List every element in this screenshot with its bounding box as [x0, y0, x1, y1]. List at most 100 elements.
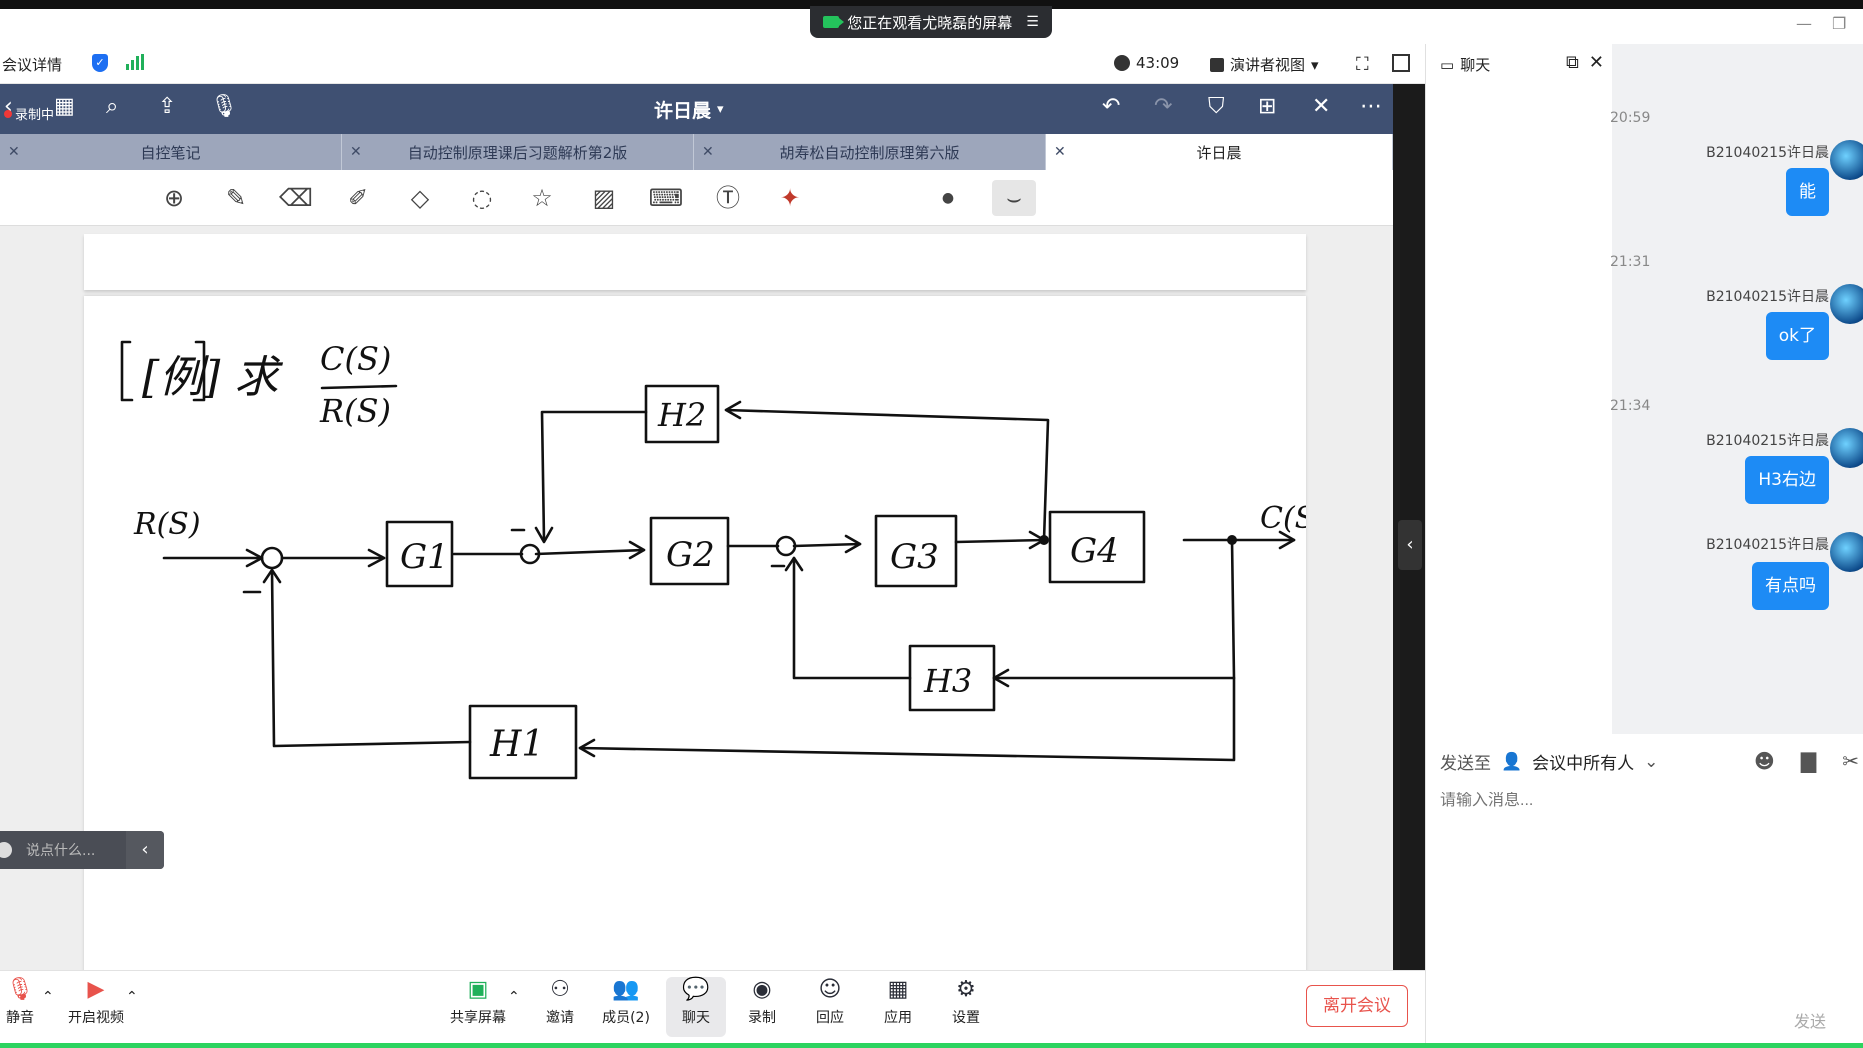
share-icon[interactable]: ⇪	[158, 94, 177, 119]
close-tab-icon[interactable]: ✕	[350, 144, 362, 160]
message-bubble: H3右边	[1745, 456, 1829, 504]
restore-icon[interactable]: ❐	[1832, 14, 1847, 33]
document-title[interactable]: 许日晨 ▾	[654, 96, 724, 123]
redo-icon[interactable]: ↷	[1154, 94, 1173, 119]
shapes-tool-icon[interactable]: ◇	[410, 184, 430, 212]
close-tab-icon[interactable]: ✕	[1054, 144, 1066, 160]
mute-button[interactable]: 🎙 静音	[0, 977, 50, 1027]
emoji-icon[interactable]	[0, 842, 12, 858]
members-button[interactable]: 👥 成员(2)	[596, 977, 656, 1027]
speak-bar[interactable]: 说点什么... ‹	[0, 831, 164, 869]
document-title-text: 许日晨	[654, 100, 712, 122]
layout-icon[interactable]	[1392, 54, 1410, 72]
screenshot-icon[interactable]: ✂	[1842, 749, 1860, 773]
screen-share-banner[interactable]: 您正在观看尤晓磊的屏幕 ☰	[810, 6, 1052, 38]
apps-label: 应用	[884, 1010, 912, 1026]
microphone-icon[interactable]: 🎙	[210, 94, 238, 119]
react-button[interactable]: ☺ 回应	[800, 977, 860, 1027]
chevron-up-icon[interactable]: ⌃	[508, 989, 520, 1005]
more-icon[interactable]: ⋯	[1360, 94, 1382, 119]
emoji-icon[interactable]: ☻	[1754, 749, 1775, 773]
reaction-icon: ☺	[818, 977, 842, 1002]
invite-button[interactable]: ⚇ 邀请	[530, 977, 590, 1027]
undo-icon[interactable]: ↶	[1102, 94, 1121, 119]
record-button[interactable]: ◉ 录制	[732, 977, 792, 1027]
text-tool-icon[interactable]: Ⓣ	[716, 184, 740, 212]
record-icon: ◉	[752, 977, 772, 1002]
network-signal-icon[interactable]	[126, 54, 144, 70]
chevron-down-icon: ▾	[1311, 55, 1319, 74]
share-screen-button[interactable]: ▣ 共享屏幕	[448, 977, 508, 1027]
avatar[interactable]	[1830, 532, 1863, 572]
send-button[interactable]: 发送	[1794, 1012, 1827, 1031]
laser-pointer-icon[interactable]: ✦	[779, 184, 801, 212]
close-tab-icon[interactable]: ✕	[8, 144, 20, 160]
add-page-icon[interactable]: ⊞	[1258, 94, 1277, 119]
menu-icon[interactable]: ☰	[1026, 14, 1039, 30]
message-time: 21:31	[1610, 254, 1651, 270]
meeting-timer: 43:09	[1114, 54, 1179, 72]
send-to-target: 会议中所有人	[1532, 754, 1635, 774]
send-to-selector[interactable]: 发送至 👤 会议中所有人 ⌄	[1440, 749, 1658, 775]
timer-text: 43:09	[1136, 54, 1180, 72]
chevron-up-icon[interactable]: ⌃	[42, 989, 54, 1005]
drawing-toolbar: ⊕ ✎ ⌫ ✐ ◇ ◌ ☆ ▨ ⌨ Ⓣ ✦ ● ⌣	[0, 170, 1393, 226]
image-tool-icon[interactable]: ▨	[592, 184, 616, 212]
sticker-tool-icon[interactable]: ☆	[531, 184, 553, 212]
gear-icon: ⚙	[956, 977, 976, 1002]
stroke-style-icon[interactable]: ⌣	[992, 180, 1036, 216]
apps-button[interactable]: ▦ 应用	[868, 977, 928, 1027]
tab-label: 胡寿松自动控制原理第六版	[779, 143, 960, 162]
share-screen-icon: ▣	[467, 977, 489, 1002]
tab-notes[interactable]: ✕ 自控笔记	[0, 134, 342, 170]
chevron-down-icon: ▾	[717, 102, 724, 117]
zoom-tool-icon[interactable]: ⊕	[163, 184, 185, 212]
chevron-up-icon[interactable]: ⌃	[126, 989, 138, 1005]
tab-textbook[interactable]: ✕ 胡寿松自动控制原理第六版	[694, 134, 1046, 170]
settings-button[interactable]: ⚙ 设置	[936, 977, 996, 1027]
speak-placeholder: 说点什么...	[26, 843, 96, 859]
chat-icon: 💬	[682, 977, 710, 1002]
popout-icon[interactable]: ⧉	[1566, 52, 1579, 73]
recording-label: 录制中	[15, 108, 55, 123]
security-shield-icon[interactable]: ✓	[92, 54, 108, 72]
avatar[interactable]	[1830, 284, 1863, 324]
search-icon[interactable]: ⌕	[106, 94, 119, 119]
tab-label: 自动控制原理课后习题解析第2版	[407, 143, 628, 162]
message-input[interactable]	[1440, 792, 1840, 810]
chevron-left-icon[interactable]: ‹	[126, 831, 164, 869]
lasso-tool-icon[interactable]: ◌	[471, 184, 493, 212]
folder-icon[interactable]: ▇	[1800, 749, 1817, 773]
pen-tool-icon[interactable]: ✎	[225, 184, 247, 212]
banner-text: 您正在观看尤晓磊的屏幕	[847, 13, 1013, 32]
highlighter-tool-icon[interactable]: ✐	[347, 184, 369, 212]
grid-icon[interactable]: ▦	[54, 94, 75, 119]
back-icon[interactable]: ‹	[4, 94, 13, 119]
close-icon[interactable]: ✕	[1312, 94, 1331, 119]
current-page[interactable]: [例] 求 C(S) R(S) R(S) C(S) G1 G2 G3 G4 H2…	[84, 296, 1306, 1048]
message-time: 20:59	[1610, 110, 1651, 126]
stroke-size-icon[interactable]: ●	[941, 190, 955, 206]
collapse-panel-button[interactable]: ‹	[1398, 520, 1422, 570]
chat-button[interactable]: 💬 聊天	[666, 977, 726, 1037]
compose-tools: ☻ ▇ ✂	[1754, 749, 1859, 773]
minimize-icon[interactable]: —	[1796, 14, 1812, 33]
message-sender: B21040215许日晨	[1706, 537, 1829, 553]
tab-current[interactable]: ✕ 许日晨	[1046, 134, 1393, 170]
meeting-controls-bar: 🎙 静音 ⌃ ▶ 开启视频 ⌃ ▣ 共享屏幕 ⌃ ⚇ 邀请 👥 成员(2) 💬 …	[0, 970, 1425, 1048]
bookmark-icon[interactable]: ⛉	[1208, 94, 1225, 119]
avatar[interactable]	[1830, 140, 1863, 180]
close-icon[interactable]: ✕	[1588, 52, 1604, 73]
avatar[interactable]	[1830, 428, 1863, 468]
fraction-numerator: C(S)	[320, 340, 391, 378]
fullscreen-icon[interactable]: ⛶	[1356, 54, 1369, 75]
leave-meeting-button[interactable]: 离开会议	[1306, 985, 1408, 1027]
close-tab-icon[interactable]: ✕	[702, 144, 714, 160]
keyboard-tool-icon[interactable]: ⌨	[648, 184, 684, 212]
view-mode-dropdown[interactable]: 演讲者视图 ▾	[1210, 54, 1319, 75]
meeting-details[interactable]: 会议详情	[2, 54, 62, 75]
start-video-button[interactable]: ▶ 开启视频	[66, 977, 126, 1027]
eraser-tool-icon[interactable]: ⌫	[279, 184, 313, 212]
message-bubble: ok了	[1765, 312, 1829, 360]
tab-textbook-solutions[interactable]: ✕ 自动控制原理课后习题解析第2版	[342, 134, 694, 170]
